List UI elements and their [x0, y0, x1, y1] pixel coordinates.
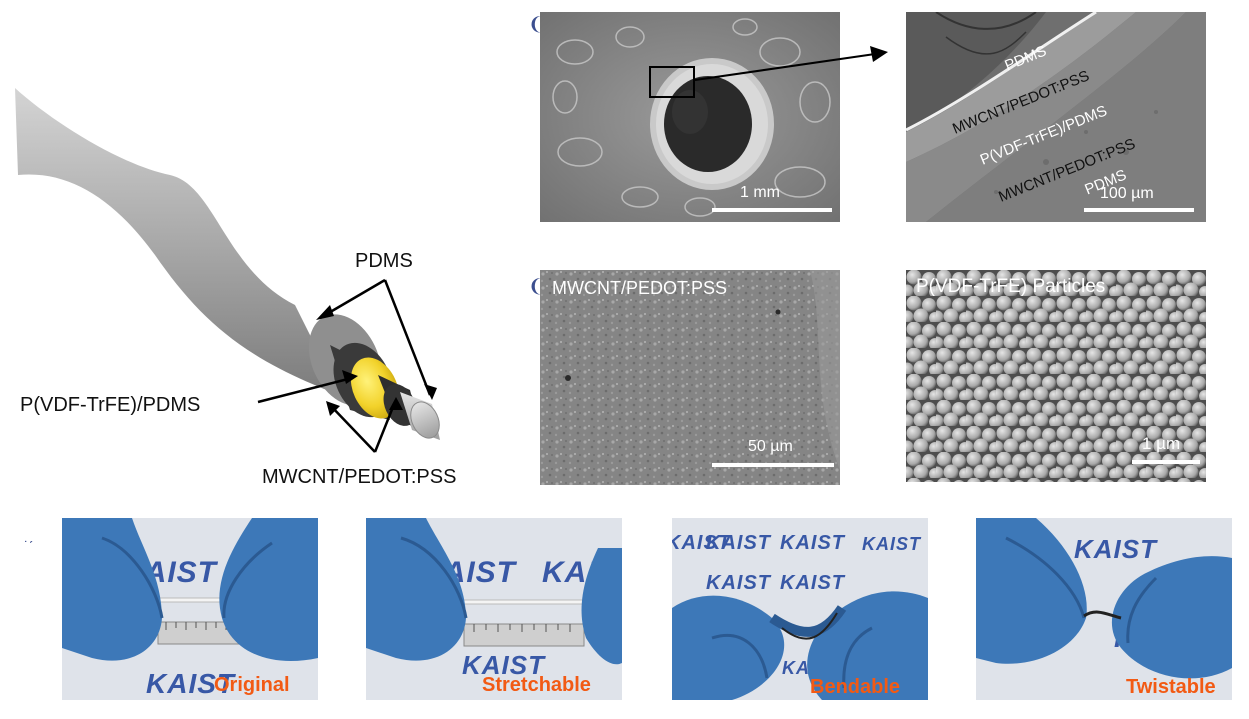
scale-label: 50 µm: [748, 438, 793, 455]
sem-electrode-surface: MWCNT/PEDOT:PSS 50 µm: [540, 270, 840, 485]
scene: [976, 518, 1232, 679]
scale-label: 100 µm: [1100, 185, 1154, 202]
photo-stretchable: KAIST KAIST KAIST Stretchable: [366, 518, 622, 700]
kaist-logo: KAIST: [1074, 534, 1157, 564]
layers-image: [906, 12, 1206, 222]
photo-label: Stretchable: [482, 674, 591, 696]
photo-label: Bendable: [810, 676, 901, 698]
scale-bar: [712, 463, 834, 467]
kaist-logo: KAIST: [706, 572, 771, 594]
panel-title: MWCNT/PEDOT:PSS: [552, 278, 728, 298]
scale-bar: [1132, 460, 1200, 464]
core-pdms: [410, 401, 440, 439]
scale-bar: [712, 208, 832, 212]
scene: [366, 518, 622, 665]
label-pdms: PDMS: [355, 250, 413, 272]
scale-label: 1 µm: [1142, 434, 1181, 453]
fiber-illustration: [15, 88, 440, 453]
electrode-texture: [540, 270, 840, 485]
kaist-logo: KAIST: [780, 572, 845, 594]
particles-texture: [906, 270, 1206, 482]
scene: [672, 591, 928, 700]
kaist-logo: KAIST: [862, 534, 921, 554]
kaist-logo: KAIST: [462, 650, 545, 680]
panel-marker: ❨: [528, 276, 544, 296]
panel-title: P(VDF-TrFE) Particles: [916, 276, 1106, 297]
photo-label: Twistable: [1126, 676, 1216, 698]
kaist-logo: KAIST: [706, 532, 771, 554]
sem-cross-section: 1 mm: [540, 12, 840, 222]
label-electrode: MWCNT/PEDOT:PSS: [262, 466, 457, 488]
fiber-schematic: PDMS P(VDF-TrFE)/PDMS MWCNT/PEDOT:PSS: [0, 0, 520, 510]
sem-layers: PDMS MWCNT/PEDOT:PSS P(VDF-TrFE)/PDMS MW…: [906, 12, 1206, 222]
tube-body: [15, 88, 340, 395]
kaist-logo: KAIST: [672, 532, 731, 554]
kaist-logo: KAIST: [780, 532, 845, 554]
kaist-logo: KAIST: [146, 668, 235, 699]
panel-marker: ˙ˊ: [24, 538, 34, 554]
scale-bar: [1084, 208, 1194, 212]
zoom-arrow: [694, 46, 888, 81]
panel-marker: ❨: [528, 14, 544, 34]
cross-section-image: [540, 12, 840, 222]
photo-label: Original: [214, 674, 290, 696]
photo-bendable: KAIST KAIST KAIST KAIST KAIST KAIST KAIS…: [672, 518, 928, 700]
photo-twistable: KAIST KAIST Twistable: [976, 518, 1232, 700]
label-piezo-layer: P(VDF-TrFE)/PDMS: [20, 394, 201, 416]
photo-original: KAIST KAIST Original: [62, 518, 318, 700]
scale-label: 1 mm: [740, 184, 780, 201]
scene: [62, 518, 318, 662]
sem-particles: P(VDF-TrFE) Particles 1 µm: [906, 270, 1206, 482]
